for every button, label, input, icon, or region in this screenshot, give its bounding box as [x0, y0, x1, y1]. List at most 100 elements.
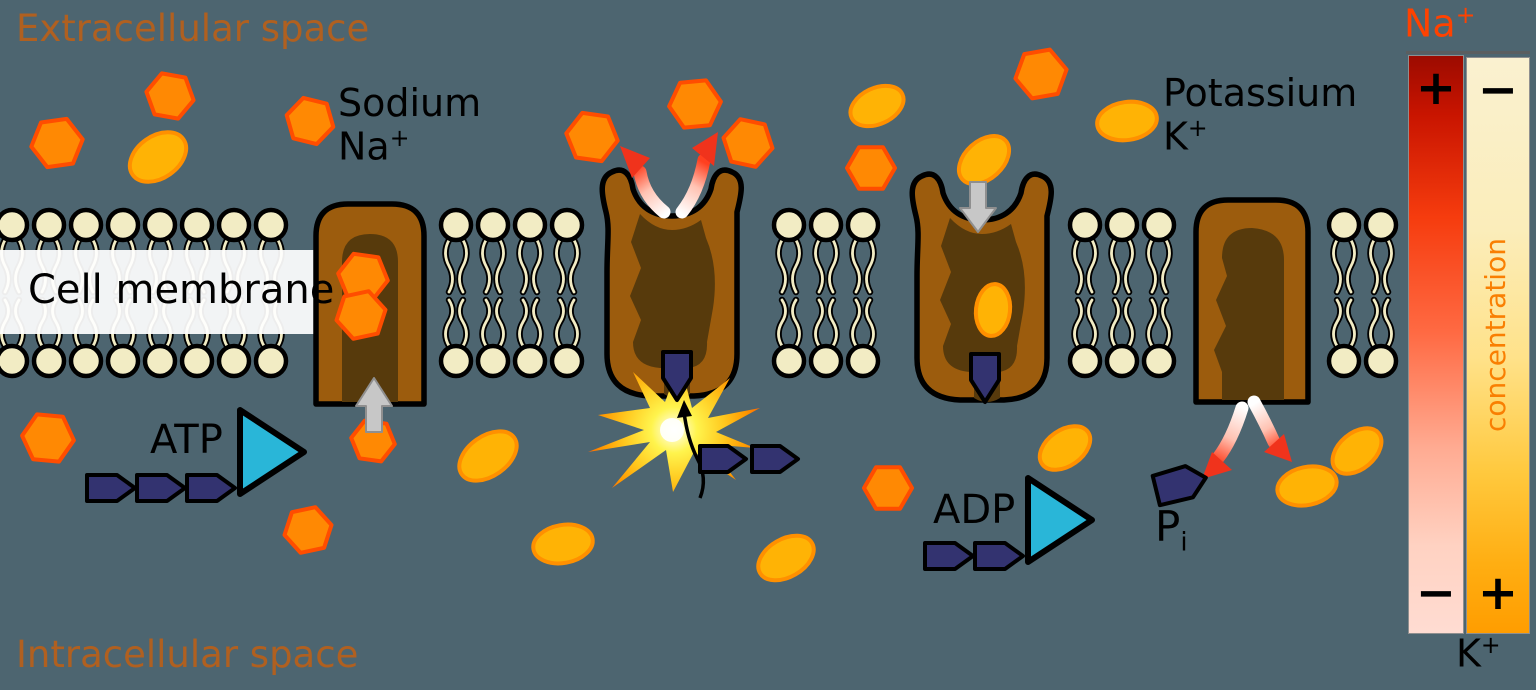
lipid-tail: [1383, 238, 1393, 294]
lipid-head: [216, 343, 252, 379]
lipid-tail: [865, 298, 875, 348]
lipid-head: [1326, 343, 1362, 379]
na-bar-charge: +: [1455, 1, 1476, 29]
lipid-pair: [475, 207, 511, 379]
lipid-tail: [791, 238, 801, 294]
lipid-head: [68, 343, 104, 379]
bound-phosphate-pump3: [969, 352, 1001, 404]
cell-membrane-label: Cell membrane: [28, 268, 334, 313]
lipid-tail: [1161, 298, 1171, 348]
lipid-tail: [1147, 298, 1157, 348]
lipid-tail: [828, 298, 838, 348]
cell-membrane-label-band: [0, 250, 314, 334]
atp-molecule: [85, 407, 307, 503]
na-bar-ion: Na: [1404, 1, 1456, 46]
pump-state-2-releasing-sodium: [599, 167, 744, 399]
lipid-tail: [1161, 238, 1171, 294]
lipid-head: [0, 343, 30, 379]
lipid-head: [1363, 207, 1399, 243]
lipid-pair: [549, 207, 585, 379]
k-bar-charge: +: [1480, 631, 1501, 659]
potassium-label: Potassium K+: [1163, 72, 1357, 158]
lipid-tail: [828, 238, 838, 294]
pi-subscript: i: [1180, 527, 1188, 558]
lipid-head: [1104, 343, 1140, 379]
adenosine-triangle: [1025, 475, 1095, 565]
adenosine-triangle: [237, 407, 307, 497]
sodium-ion: [29, 116, 85, 170]
lipid-tail: [458, 238, 468, 294]
lipid-pair: [512, 207, 548, 379]
lipid-pair: [845, 207, 881, 379]
lipid-head: [105, 207, 141, 243]
lipid-head: [1104, 207, 1140, 243]
lipid-head: [808, 343, 844, 379]
lipid-head: [438, 207, 474, 243]
lipid-tail: [851, 238, 861, 294]
sodium-entry-arrow: [355, 377, 393, 433]
potassium-ion: [956, 134, 1012, 186]
lipid-head: [512, 343, 548, 379]
lipid-pair: [438, 207, 474, 379]
sodium-name: Sodium: [338, 81, 482, 125]
lipid-tail: [814, 238, 824, 294]
adp-label: ADP: [933, 488, 1015, 533]
lipid-tail: [1147, 238, 1157, 294]
sodium-ion: [845, 145, 897, 191]
lipid-head: [1141, 343, 1177, 379]
lipid-tail: [814, 298, 824, 348]
lipid-head: [142, 207, 178, 243]
lipid-bilayer: [0, 207, 1399, 379]
lipid-head: [1067, 207, 1103, 243]
na-bar-bottom-sign: −: [1415, 565, 1457, 621]
lipid-head: [216, 207, 252, 243]
lipid-pair: [808, 207, 844, 379]
lipid-tail: [444, 238, 454, 294]
lipid-head: [549, 207, 585, 243]
lipid-head: [1067, 343, 1103, 379]
concentration-axis-label: concentration: [1479, 185, 1513, 485]
atp-label: ATP: [150, 418, 223, 463]
lipid-head: [0, 207, 30, 243]
sodium-ion: [667, 78, 723, 130]
lipid-tail: [1383, 298, 1393, 348]
lipid-head: [1363, 343, 1399, 379]
sodium-ion: [349, 418, 397, 464]
lipid-head: [1141, 207, 1177, 243]
lipid-tail: [569, 298, 579, 348]
lipid-tail: [1346, 298, 1356, 348]
lipid-tail: [1346, 238, 1356, 294]
lipid-head: [808, 207, 844, 243]
lipid-head: [845, 343, 881, 379]
sodium-ion: [284, 95, 336, 147]
lipid-pair: [771, 207, 807, 379]
potassium-ion: [1330, 426, 1384, 476]
lipid-tail: [1110, 298, 1120, 348]
lipid-tail: [481, 238, 491, 294]
sodium-ion: [144, 71, 196, 121]
bound-phosphate-pump2: [661, 350, 693, 402]
potassium-ion: [531, 522, 595, 566]
na-bar-top-sign: +: [1415, 60, 1457, 116]
sodium-ion: [862, 465, 914, 511]
k-bar-label: K+: [1456, 632, 1501, 675]
potassium-name: Potassium: [1163, 71, 1358, 115]
lipid-pair: [1067, 207, 1103, 379]
lipid-head: [31, 343, 67, 379]
lipid-tail: [791, 298, 801, 348]
lipid-head: [771, 207, 807, 243]
lipid-tail: [1087, 298, 1097, 348]
lipid-head: [142, 343, 178, 379]
lipid-tail: [444, 298, 454, 348]
lipid-tail: [569, 238, 579, 294]
potassium-ion: [756, 533, 816, 583]
lipid-head: [179, 207, 215, 243]
k-bar-top-sign: −: [1477, 62, 1519, 118]
potassium-charge: +: [1187, 113, 1208, 142]
adp-text: ADP: [933, 487, 1016, 533]
sodium-ion: [1013, 47, 1069, 101]
potassium-entry-arrow: [959, 181, 997, 233]
potassium-symbol: K: [1163, 114, 1188, 159]
